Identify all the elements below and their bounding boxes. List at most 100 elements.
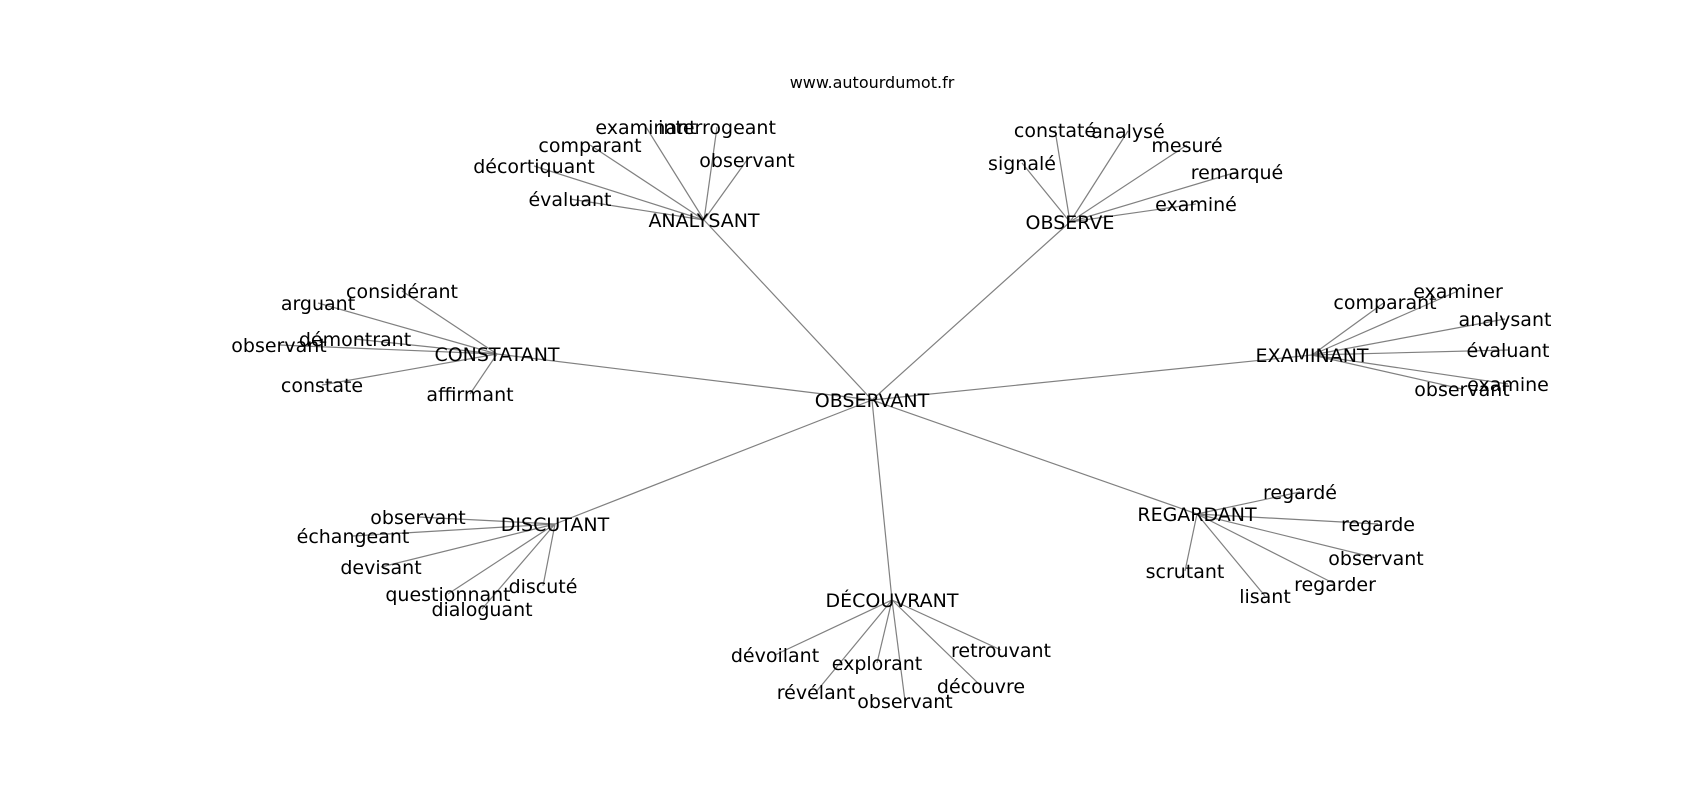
edge-hub-to-leaf — [1311, 290, 1459, 356]
leaf-node-label: devisant — [340, 557, 421, 579]
edge-hub-to-leaf — [278, 344, 498, 355]
edge-hub-to-leaf — [1054, 129, 1071, 223]
hub-node-label: CONSTATANT — [434, 344, 559, 366]
edge-hub-to-leaf — [1311, 349, 1509, 356]
leaf-node-label: dialoguant — [431, 599, 532, 621]
leaf-node-label: questionnant — [385, 584, 510, 606]
edge-hub-to-leaf — [589, 144, 705, 221]
edge-center-to-hub — [496, 353, 873, 401]
edge-hub-to-leaf — [876, 599, 893, 664]
edge-hub-to-leaf — [1069, 144, 1188, 223]
leaf-node-label: affirmant — [426, 384, 513, 406]
leaf-node-label: retrouvant — [951, 640, 1051, 662]
edge-center-to-hub — [554, 399, 873, 525]
hub-node-label: DÉCOUVRANT — [825, 589, 958, 612]
edge-hub-to-leaf — [891, 599, 906, 702]
edge-hub-to-leaf — [317, 302, 498, 355]
leaf-node-label: observant — [857, 691, 952, 713]
edge-hub-to-leaf — [1311, 354, 1463, 390]
leaf-node-label: arguant — [281, 293, 355, 315]
leaf-node-label: lisant — [1239, 586, 1291, 608]
edge-hub-to-leaf — [380, 523, 556, 568]
edge-hub-to-leaf — [703, 126, 718, 221]
leaf-node-label: observant — [231, 335, 326, 357]
edge-hub-to-leaf — [1196, 513, 1266, 597]
leaf-node-label: révélant — [777, 682, 855, 704]
edge-hub-to-leaf — [774, 599, 893, 656]
edge-hub-to-leaf — [352, 523, 556, 537]
edge-hub-to-leaf — [1311, 301, 1386, 356]
leaf-node-label: observant — [370, 507, 465, 529]
leaf-node-label: observant — [1414, 379, 1509, 401]
leaf-node-label: comparant — [538, 135, 641, 157]
leaf-node-label: mesuré — [1151, 135, 1222, 157]
edge-hub-to-leaf — [645, 126, 705, 221]
hub-node-label: DISCUTANT — [501, 514, 610, 536]
edge-hub-to-leaf — [815, 599, 893, 693]
edge-hub-to-leaf — [1196, 491, 1301, 515]
hub-node-label: REGARDANT — [1137, 504, 1257, 526]
edge-hub-to-leaf — [417, 516, 556, 525]
edge-hub-to-leaf — [481, 523, 556, 610]
hub-node-label: OBSERVE — [1026, 212, 1115, 234]
leaf-node-label: examiner — [1413, 281, 1503, 303]
edge-hub-to-leaf — [891, 599, 1002, 651]
site-url: www.autourdumot.fr — [790, 73, 955, 92]
leaf-node-label: évaluant — [528, 189, 611, 211]
edge-hub-to-leaf — [1196, 513, 1336, 585]
edge-hub-to-leaf — [1196, 513, 1377, 559]
edge-hub-to-leaf — [1069, 203, 1197, 223]
edge-hub-to-leaf — [354, 338, 498, 355]
leaf-node-label: examiné — [1155, 194, 1237, 216]
leaf-node-label: décortiquant — [473, 156, 595, 178]
edge-hub-to-leaf — [1311, 354, 1509, 385]
edge-hub-to-leaf — [569, 198, 705, 221]
edge-center-to-hub — [703, 219, 873, 401]
hub-node-label: ANALYSANT — [648, 210, 759, 232]
edge-hub-to-leaf — [891, 599, 982, 687]
leaf-node-label: constate — [281, 375, 363, 397]
leaf-node-label: démontrant — [299, 329, 411, 351]
edge-hub-to-leaf — [533, 165, 705, 221]
leaf-node-label: discuté — [509, 576, 578, 598]
leaf-node-label: observant — [1328, 548, 1423, 570]
leaf-node-label: évaluant — [1466, 340, 1549, 362]
edge-hub-to-leaf — [1069, 130, 1129, 223]
leaf-node-label: comparant — [1333, 292, 1436, 314]
edge-center-to-hub — [871, 399, 893, 601]
leaf-node-label: scrutant — [1146, 561, 1225, 583]
leaf-node-label: échangeant — [297, 526, 410, 548]
leaf-node-label: dévoilant — [731, 645, 819, 667]
edge-hub-to-leaf — [401, 290, 498, 355]
edge-hub-to-leaf — [1196, 513, 1379, 525]
leaf-node-label: regardé — [1263, 482, 1337, 504]
edge-hub-to-leaf — [469, 353, 498, 395]
edge-center-to-hub — [871, 354, 1313, 401]
edge-center-to-hub — [871, 221, 1071, 401]
edge-hub-to-leaf — [447, 523, 556, 595]
leaf-node-label: considérant — [346, 281, 458, 303]
leaf-node-label: analysé — [1091, 121, 1164, 143]
leaf-node-label: regarder — [1294, 574, 1376, 596]
edge-hub-to-leaf — [542, 523, 556, 587]
leaf-node-label: explorant — [832, 653, 923, 675]
leaf-node-label: interrogeant — [658, 117, 776, 139]
edge-center-to-hub — [871, 399, 1198, 515]
edge-hub-to-leaf — [1021, 162, 1071, 223]
leaf-node-label: observant — [699, 150, 794, 172]
edge-hub-to-leaf — [1311, 318, 1506, 356]
edge-hub-to-leaf — [1069, 171, 1238, 223]
leaf-node-label: signalé — [988, 153, 1056, 175]
hub-node-label: EXAMINANT — [1255, 345, 1368, 367]
center-node-label: OBSERVANT — [815, 390, 930, 412]
edge-hub-to-leaf — [321, 353, 498, 386]
leaf-node-label: examine — [1467, 374, 1549, 396]
leaf-node-label: constaté — [1014, 120, 1096, 142]
leaf-node-label: remarqué — [1191, 162, 1284, 184]
edge-hub-to-leaf — [1184, 513, 1198, 572]
leaf-node-label: découvre — [937, 676, 1025, 698]
edge-hub-to-leaf — [703, 159, 748, 221]
leaf-node-label: examinant — [595, 117, 696, 139]
